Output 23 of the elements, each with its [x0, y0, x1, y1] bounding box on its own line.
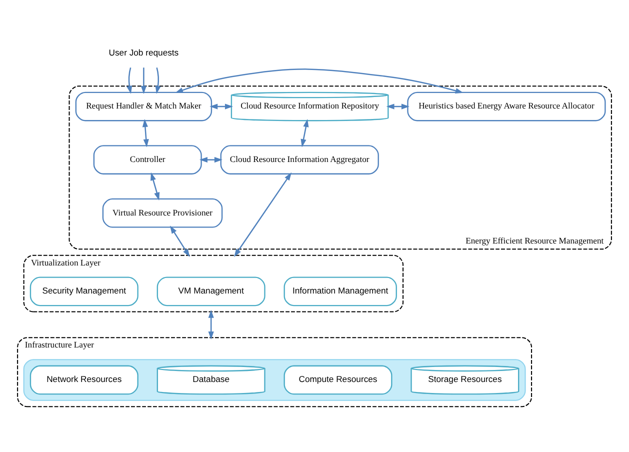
node-text: User Job requests	[108, 47, 179, 58]
cluster	[23, 359, 526, 401]
arrow	[155, 67, 161, 94]
arrow	[175, 68, 464, 94]
node-box: Information Management	[284, 276, 397, 306]
node-box: Request Handler & Match Maker	[75, 92, 212, 122]
arrow	[170, 226, 190, 257]
node-box: Network Resources	[30, 365, 138, 395]
node-box: Controller	[93, 145, 202, 174]
arrow	[199, 157, 222, 163]
arrow	[150, 172, 160, 200]
arrow	[234, 172, 292, 257]
arrow	[300, 119, 309, 148]
node-box: Cloud Resource Information Aggregator	[220, 145, 379, 174]
node-box: Security Management	[30, 276, 138, 306]
arrow	[140, 68, 146, 94]
arrow	[126, 67, 132, 94]
arrow	[208, 310, 214, 340]
node-box: Heuristics based Energy Aware Resource Allocator	[407, 92, 606, 122]
arrow	[142, 118, 149, 148]
node-box: VM Management	[156, 276, 266, 306]
node-box: Virtual Resource Provisioner	[102, 198, 223, 228]
node-box: Compute Resources	[284, 365, 392, 395]
